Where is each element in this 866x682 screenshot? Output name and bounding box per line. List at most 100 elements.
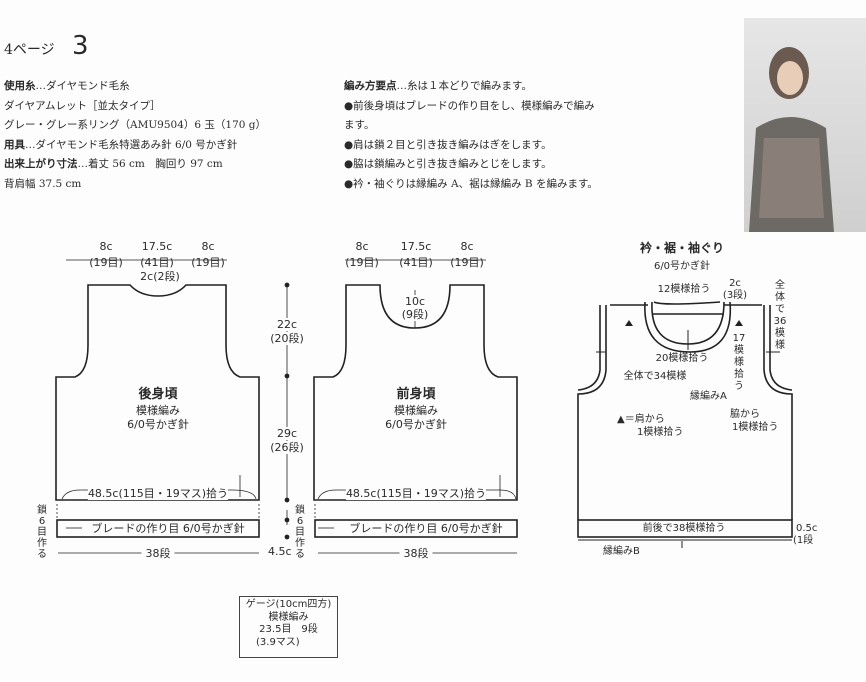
- char: る: [37, 549, 47, 560]
- char: 拾: [734, 369, 744, 380]
- point: ●衿・袖ぐりは縁編み A、裾は縁編み B を編みます。: [344, 177, 598, 190]
- front-stitch: 模様編み: [394, 404, 438, 417]
- edging-b-label: 縁編みB: [603, 546, 640, 557]
- edge-rows: (3段): [722, 290, 748, 301]
- char: る: [295, 549, 305, 560]
- char: 6: [296, 516, 304, 527]
- char: 体: [775, 292, 785, 303]
- front-width-3: 8c: [460, 240, 474, 253]
- text: グレー・グレー系リング（AMU9504）6 玉（170 g）: [4, 119, 267, 131]
- upper-height: 22c: [276, 318, 298, 331]
- model-photo: [744, 18, 866, 232]
- back-width-2: 17.5c: [141, 240, 173, 253]
- triangle-pickup: 1模様拾う: [637, 427, 684, 438]
- back-braid: ブレードの作り目 6/0号かぎ針: [91, 522, 245, 535]
- front-width-2: 17.5c: [400, 240, 432, 253]
- char: 鎖: [295, 505, 305, 516]
- point: ●前後身頃はブレードの作り目をし、模様編みで編み: [344, 99, 595, 112]
- materials: 使用糸…ダイヤモンド毛糸 ダイヤアムレット［並太タイプ］ グレー・グレー系リング…: [4, 77, 266, 194]
- instructions: 編み方要点…糸は１本どりで編みます。 ●前後身頃はブレードの作り目をし、模様編み…: [344, 77, 598, 194]
- band-height: 4.5c: [268, 545, 292, 558]
- edging-title: 衿・裾・袖ぐり: [639, 241, 725, 255]
- hem-rows: (1段: [793, 535, 814, 546]
- char: 6: [38, 516, 46, 527]
- char: 36: [773, 316, 787, 327]
- front-stitches-3: (19目): [450, 256, 484, 269]
- back-stitch: 模様編み: [136, 404, 180, 417]
- front-title: 前身頃: [396, 387, 436, 402]
- char: 目: [37, 527, 47, 538]
- text: …ダイヤモンド毛糸特選あみ針 6/0 号かぎ針: [25, 138, 238, 151]
- neck-pickup-12: 12模様拾う: [657, 284, 711, 295]
- point: ●肩は鎖２目と引き抜き編みはぎをします。: [344, 138, 552, 151]
- front-hook: 6/0号かぎ針: [385, 418, 447, 431]
- text: …着丈 56 cm 胸回り 97 cm: [77, 158, 223, 170]
- back-width-1: 8c: [99, 240, 113, 253]
- char: 目: [295, 527, 305, 538]
- gauge-box: ゲージ(10cm四方) 模様編み 23.5目 9段 (3.9マス): [239, 596, 338, 658]
- back-stitches-1: (19目): [89, 256, 123, 269]
- char: 作: [37, 538, 47, 549]
- front-stitches-2: (41目): [399, 256, 433, 269]
- back-neck-depth: 2c(2段): [140, 270, 180, 283]
- back-stitches-3: (19目): [191, 256, 225, 269]
- hem-pickup: 前後で38模様拾う: [639, 522, 729, 535]
- gauge-counts: 23.5目 9段: [259, 624, 318, 635]
- model-figure: [749, 47, 834, 232]
- char: で: [775, 304, 785, 315]
- front-neck-rows: (9段): [401, 308, 429, 321]
- front-stitches-1: (19目): [345, 256, 379, 269]
- point: ●脇は鎖編みと引き抜き編みとじをします。: [344, 158, 552, 170]
- front-braid: ブレードの作り目 6/0号かぎ針: [349, 522, 503, 535]
- side-pickup: 1模様拾う: [732, 422, 779, 433]
- edging-hook: 6/0号かぎ針: [653, 261, 711, 272]
- char: う: [734, 381, 744, 392]
- text: …糸は１本どりで編みます。: [396, 80, 532, 92]
- neck-pickup-20: 20模様拾う: [655, 353, 709, 364]
- char: 17: [732, 333, 746, 344]
- char: 作: [295, 538, 305, 549]
- edging-a-label: 縁編みA: [690, 391, 727, 402]
- hem-height: 0.5c: [796, 523, 818, 534]
- label: 出来上がり寸法: [4, 158, 78, 170]
- char: 全: [775, 280, 785, 291]
- back-rows: 38段: [141, 547, 175, 560]
- neck-total: 全体で34模様: [623, 371, 687, 382]
- upper-rows: (20段): [270, 332, 304, 345]
- front-pickup: 48.5c(115目・19マス)拾う: [345, 487, 487, 500]
- back-stitches-2: (41目): [140, 256, 174, 269]
- page-ref: 4ページ: [4, 42, 55, 58]
- triangle-note: ▲＝肩から: [617, 414, 665, 425]
- edge-depth: 2c: [729, 278, 741, 289]
- gauge-stitch: 模様編み: [268, 611, 309, 623]
- side-from: 脇から: [730, 409, 760, 420]
- char: 模: [775, 328, 785, 339]
- label: 編み方要点: [344, 80, 397, 92]
- text: 背肩幅 37.5 cm: [4, 177, 82, 190]
- back-pickup: 48.5c(115目・19マス)拾う: [87, 487, 229, 500]
- char: 様: [734, 357, 744, 368]
- text: ダイヤアムレット［並太タイプ］: [4, 99, 161, 112]
- pattern-number: 3: [72, 31, 89, 61]
- back-title: 後身頃: [138, 387, 178, 402]
- front-width-1: 8c: [355, 240, 369, 253]
- lower-height: 29c: [276, 427, 298, 440]
- gauge-squares: (3.9マス): [256, 636, 300, 648]
- front-neck-depth: 10c: [404, 295, 426, 308]
- gauge-title: ゲージ(10cm四方): [245, 599, 332, 610]
- lower-rows: (26段): [270, 441, 304, 454]
- point: ます。: [344, 119, 375, 131]
- label: 使用糸: [4, 80, 36, 92]
- front-rows: 38段: [399, 547, 433, 560]
- char: 鎖: [37, 505, 47, 516]
- text: …ダイヤモンド毛糸: [35, 80, 130, 92]
- back-hook: 6/0号かぎ針: [127, 418, 189, 431]
- char: 様: [775, 340, 785, 351]
- label: 用具: [4, 138, 25, 151]
- back-width-3: 8c: [201, 240, 215, 253]
